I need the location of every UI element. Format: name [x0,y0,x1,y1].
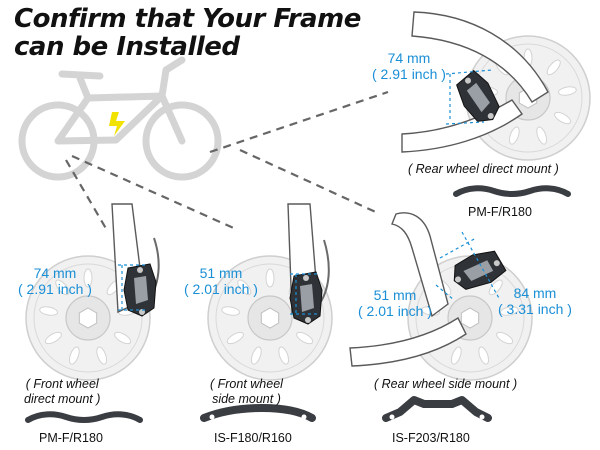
bike-frame-shape [54,56,186,145]
standard-rear-side: IS-F203/R180 [392,431,470,445]
front-direct-mount-illustration [25,203,160,381]
connector-lines [65,90,389,233]
front-wheel-shape [142,101,222,181]
rear-direct-mount-illustration [401,11,591,161]
measurement-inch: ( 2.91 inch ) [18,281,92,297]
caption-line: ( Front wheel [25,377,99,391]
measurement-mm: 51 mm [373,287,417,303]
connector-line-rear-direct [209,90,389,154]
measurement-rear-direct: 74 mm ( 2.91 inch ) [372,50,446,82]
connector-line-rear-side [239,148,381,216]
measurement-inch: ( 2.01 inch ) [358,303,432,319]
plate-rear-direct [456,188,568,194]
measurement-front-direct: 74 mm ( 2.91 inch ) [18,265,92,297]
standard-rear-direct: PM-F/R180 [468,205,532,219]
measurement-inch: ( 2.91 inch ) [372,66,446,82]
caption-rear-side: ( Rear wheel side mount ) [374,377,518,391]
standard-front-direct: PM-F/R180 [39,431,103,445]
page-title: Confirm that Your Frame [14,4,361,34]
plate-front-direct [28,414,140,420]
front-side-mount-illustration [207,203,333,381]
caption-line: ( Front wheel [210,377,283,391]
measurement-inch: ( 3.31 inch ) [498,301,572,317]
caption-line: side mount ) [212,392,281,406]
measurement-mm: 74 mm [387,50,431,66]
caption-front-direct: ( Front wheel direct mount ) [24,377,100,407]
measurement-rear-side-a: 51 mm ( 2.01 inch ) [358,287,432,319]
standard-front-side: IS-F180/R160 [214,431,292,445]
measurement-inch: ( 2.01 inch ) [184,281,258,297]
rear-side-mount-illustration [349,212,533,381]
connector-line-front-side [71,154,239,232]
plate-rear-side [382,396,492,422]
caption-line: direct mount ) [24,392,101,406]
bicycle-illustration [18,56,222,181]
measurement-rear-side-b: 84 mm ( 3.31 inch ) [498,285,572,317]
measurement-mm: 84 mm [513,285,557,301]
lightning-icon [109,112,125,136]
page-subtitle: can be Installed [14,32,240,62]
plate-front-side [200,403,316,422]
measurement-front-side: 51 mm ( 2.01 inch ) [184,265,258,297]
measurement-mm: 51 mm [199,265,243,281]
mount-plates [28,188,568,420]
caption-rear-direct: ( Rear wheel direct mount ) [408,162,559,176]
caption-front-side: ( Front wheel side mount ) [210,377,283,407]
measurement-mm: 74 mm [33,265,77,281]
